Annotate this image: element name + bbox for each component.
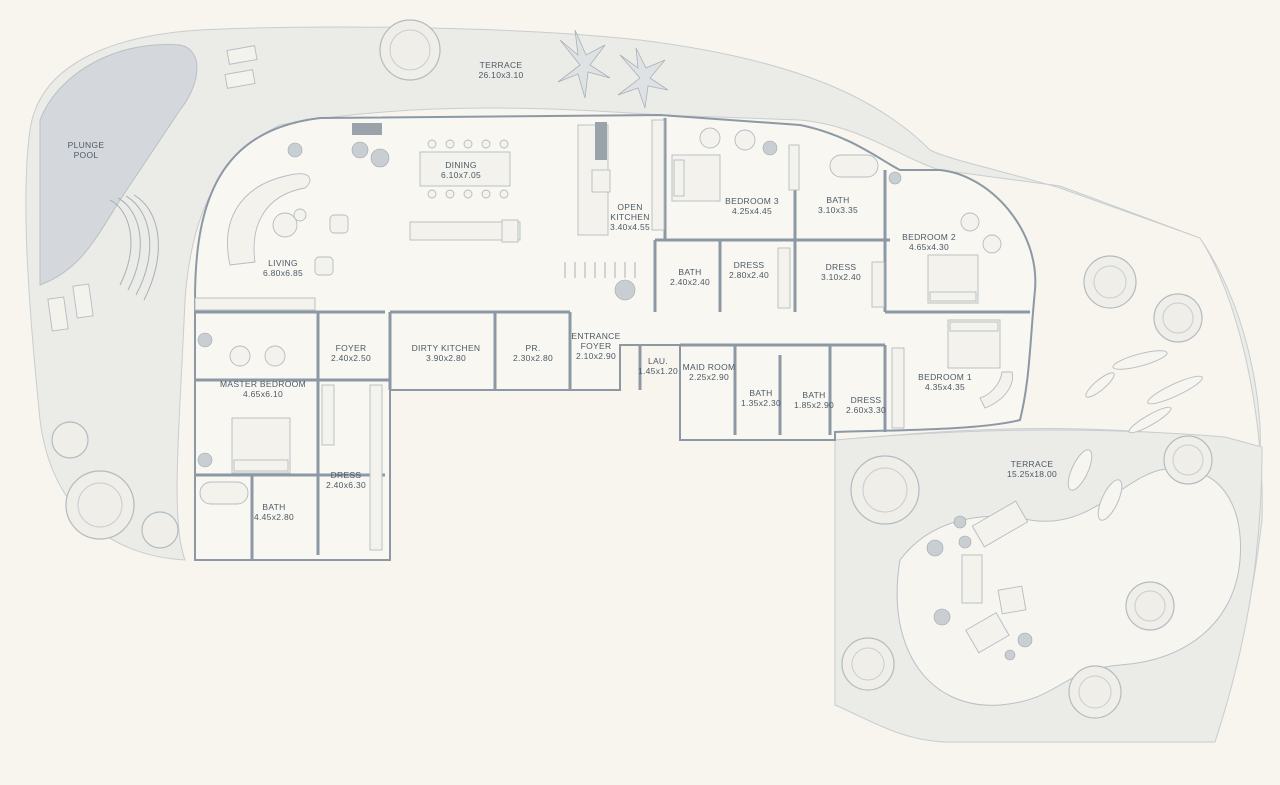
tree-icon [51, 19, 1213, 719]
powder-label: 2.30x2.80 [513, 353, 553, 363]
bath-b1-label: 1.85x2.90 [794, 400, 834, 410]
laundry-label: LAU. [648, 356, 668, 366]
dress-master-label: 2.40x6.30 [326, 480, 366, 490]
bed-icon [671, 154, 721, 202]
plunge-pool-label: PLUNGE [68, 140, 105, 150]
armchair-icon [229, 345, 251, 367]
pool-steps [109, 194, 159, 301]
side-table-icon [293, 208, 307, 222]
open-kitchen-label: 3.40x4.55 [610, 222, 650, 232]
bedroom-2-label: 4.65x4.30 [909, 242, 949, 252]
master-bedroom-label: MASTER BEDROOM [220, 379, 306, 389]
entrance-foyer-label: ENTRANCE [571, 331, 620, 341]
stepping-stones [1067, 350, 1203, 521]
terrace-top-label: TERRACE [480, 60, 523, 70]
bath-maid-label: BATH [749, 388, 772, 398]
curved-sofa-icon [227, 173, 311, 266]
dress-b1-label: DRESS [851, 395, 882, 405]
dress-b-label: DRESS [826, 262, 857, 272]
dining-table-icon [419, 139, 511, 199]
bed-icon [927, 254, 979, 304]
bath-a-label: BATH [678, 267, 701, 277]
kitchen-island-icon [409, 221, 521, 241]
bed-icon [231, 417, 291, 474]
armchair-icon [264, 345, 286, 367]
dining-label: 6.10x7.05 [441, 170, 481, 180]
entrance-foyer-label: 2.10x2.90 [576, 351, 616, 361]
plant-icon [197, 140, 1033, 661]
powder-label: PR. [525, 343, 540, 353]
walls [195, 118, 1030, 560]
plunge-pool-label: POOL [74, 150, 99, 160]
tree-canopy-detail [77, 29, 1204, 709]
terrace-right-label: 15.25x18.00 [1007, 469, 1057, 479]
dress-a-label: 2.80x2.40 [729, 270, 769, 280]
dirty-kitchen-label: DIRTY KITCHEN [412, 343, 481, 353]
lounge-icon [979, 371, 1013, 409]
terrace-right-label: TERRACE [1011, 459, 1054, 469]
cooktop-icon [591, 169, 611, 193]
sink-icon [501, 219, 519, 243]
fridge-icon [595, 122, 607, 160]
armchair-icon [960, 212, 980, 232]
open-kitchen-label: KITCHEN [610, 212, 649, 222]
laundry-label: 1.45x1.20 [638, 366, 678, 376]
sun-lounger-icon [47, 45, 258, 332]
open-kitchen-label: OPEN [617, 202, 642, 212]
foyer-label: 2.40x2.50 [331, 353, 371, 363]
counter-right-icon [651, 119, 665, 231]
bath-master-label: BATH [262, 502, 285, 512]
dress-master-label: DRESS [331, 470, 362, 480]
maid-room-label: MAID ROOM [683, 362, 736, 372]
bedroom-3-label: BEDROOM 3 [725, 196, 779, 206]
coffee-table-icon [272, 212, 298, 238]
armchair-icon [329, 214, 349, 234]
bedroom-1-label: BEDROOM 1 [918, 372, 972, 382]
bath-b3-label: BATH [826, 195, 849, 205]
bath-master-label: 4.45x2.80 [254, 512, 294, 522]
wardrobe-icon [321, 144, 905, 551]
terrace-top-label: 26.10x3.10 [478, 70, 523, 80]
bedroom-1-label: 4.35x4.35 [925, 382, 965, 392]
bath-a-label: 2.40x2.40 [670, 277, 710, 287]
living-label: LIVING [268, 258, 298, 268]
bedroom-2-label: BEDROOM 2 [902, 232, 956, 242]
armchair-icon [314, 256, 334, 276]
plunge-pool-area [39, 43, 198, 286]
console-icon [352, 123, 382, 135]
bathtub-icon [829, 154, 879, 178]
bath-b1-label: BATH [802, 390, 825, 400]
dress-a-label: DRESS [734, 260, 765, 270]
entrance-foyer-label: FOYER [581, 341, 612, 351]
bathtub-icon [199, 481, 249, 505]
window-strip [194, 297, 316, 311]
interior-main [194, 113, 1037, 561]
living-label: 6.80x6.85 [263, 268, 303, 278]
dress-b1-label: 2.60x3.30 [846, 405, 886, 415]
bedroom-3-label: 4.25x4.45 [732, 206, 772, 216]
dining-label: DINING [445, 160, 477, 170]
dirty-kitchen-label: 3.90x2.80 [426, 353, 466, 363]
room-labels: TERRACE26.10x3.10PLUNGEPOOLDINING6.10x7.… [68, 60, 1057, 522]
bath-b3-label: 3.10x3.35 [818, 205, 858, 215]
bed-icon [947, 319, 1001, 369]
palm-icon [557, 29, 669, 109]
bath-maid-label: 1.35x2.30 [741, 398, 781, 408]
foyer-label: FOYER [336, 343, 367, 353]
armchair-icon [734, 129, 756, 151]
stair-lines [564, 262, 636, 278]
maid-room-label: 2.25x2.90 [689, 372, 729, 382]
dress-b-label: 3.10x2.40 [821, 272, 861, 282]
armchair-icon [982, 234, 1002, 254]
armchair-icon [699, 127, 721, 149]
master-bedroom-label: 4.65x6.10 [243, 389, 283, 399]
outdoor-sofa-icon [961, 500, 1029, 654]
